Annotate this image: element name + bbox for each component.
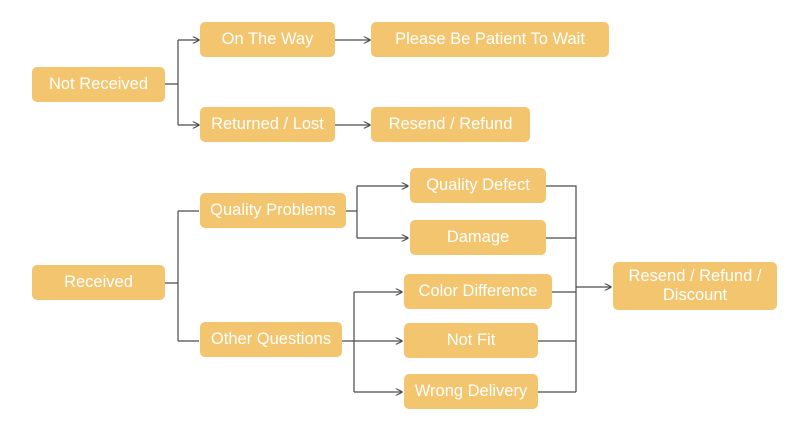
node-resend-refund: Resend / Refund <box>371 107 530 142</box>
node-returned-lost: Returned / Lost <box>200 107 335 142</box>
node-resend-refund-discount: Resend / Refund / Discount <box>613 262 777 310</box>
node-quality-defect: Quality Defect <box>410 168 546 203</box>
node-other-questions: Other Questions <box>200 322 342 357</box>
connector-merge-bus <box>546 185 577 392</box>
node-not-received: Not Received <box>32 67 165 102</box>
node-quality-problems: Quality Problems <box>200 193 346 228</box>
node-on-the-way: On The Way <box>200 22 335 57</box>
node-received: Received <box>32 265 165 300</box>
connector-other-questions-split <box>342 292 355 392</box>
node-wrong-delivery: Wrong Delivery <box>404 374 538 409</box>
node-please-be-patient: Please Be Patient To Wait <box>371 22 609 57</box>
connector-quality-problems-split <box>346 186 358 238</box>
connector-received-split <box>165 211 179 341</box>
node-color-difference: Color Difference <box>404 274 552 309</box>
connector-not-received-split <box>165 40 179 125</box>
node-damage: Damage <box>410 220 546 255</box>
node-not-fit: Not Fit <box>404 323 538 358</box>
